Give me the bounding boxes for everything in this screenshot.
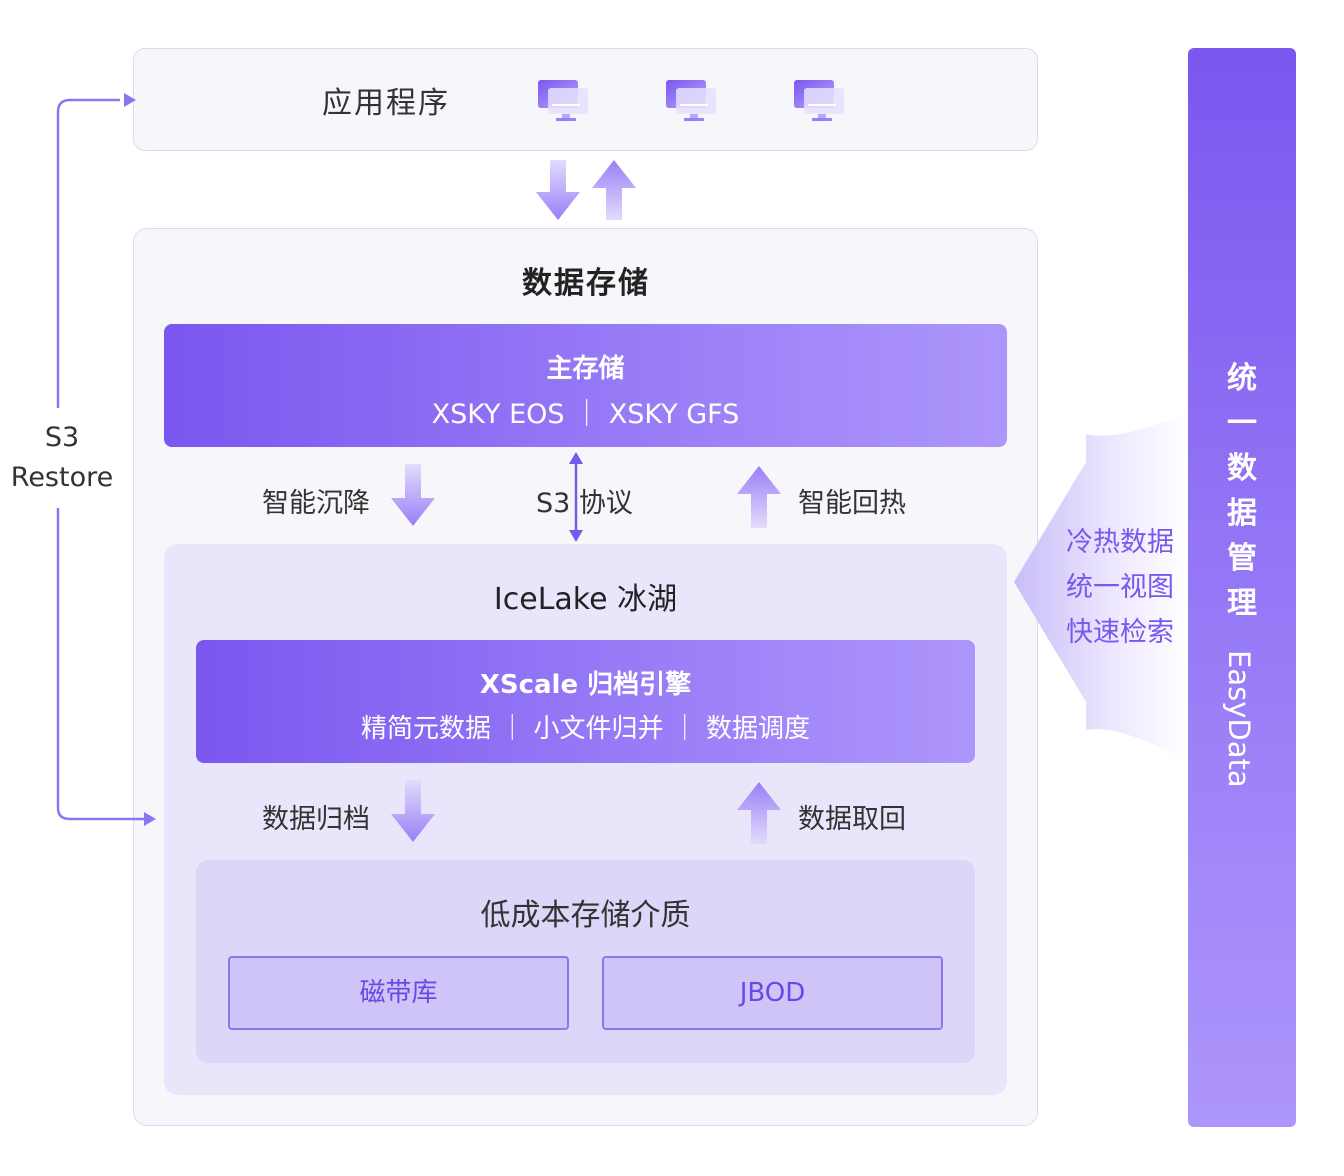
easydata-title-en: EasyData [1222,650,1256,788]
monitor-icon [538,80,588,121]
easydata-char: 据 [1227,496,1257,531]
monitor-icon [794,80,844,121]
down-arrow-icon [391,780,435,842]
easydata-sidebar [1188,48,1296,1127]
easydata-title-cn: 统 一 数 据 管 理 [1188,356,1296,626]
s3-restore-line1: S3 [44,422,80,453]
easydata-beam-shape [1014,412,1188,762]
xscale-features: 精简元数据 ｜ 小文件归并 ｜ 数据调度 [360,714,811,744]
primary-storage-title: 主存储 [546,354,625,384]
feature-fast-search: 快速检索 [1066,617,1174,648]
application-title: 应用程序 [322,86,450,121]
data-storage-title: 数据存储 [522,266,650,301]
down-arrow-icon [391,464,435,526]
up-arrow-icon [737,466,781,528]
easydata-char: 一 [1227,406,1257,441]
smart-tiering-label: 智能沉降 [262,488,370,519]
primary-storage-products: XSKY EOS ｜ XSKY GFS [431,399,740,430]
easydata-char: 数 [1227,451,1257,486]
easydata-char: 统 [1227,361,1257,396]
data-archive-label: 数据归档 [262,804,370,835]
low-cost-media-title: 低成本存储介质 [480,898,691,933]
feature-hot-cold-data: 冷热数据 [1066,527,1174,558]
s3-protocol-label: S3 协议 [536,488,633,519]
easydata-char: 管 [1227,541,1257,576]
up-arrow-icon [737,782,781,844]
monitor-icon [666,80,716,121]
bidirectional-arrow-icon [536,160,636,220]
icelake-title: IceLake 冰湖 [493,582,678,617]
data-retrieve-label: 数据取回 [798,804,906,835]
s3-restore-line2: Restore [10,462,114,493]
xscale-title: XScale 归档引擎 [479,670,692,700]
feature-unified-view: 统一视图 [1066,572,1174,603]
s3-restore-loop-line [56,93,156,826]
tape-library-box: 磁带库 [228,956,569,1030]
xscale-engine-block: XScale 归档引擎 精简元数据 ｜ 小文件归并 ｜ 数据调度 [196,640,975,763]
smart-rehydrate-label: 智能回热 [798,488,906,519]
s3-double-arrow-icon [569,452,583,542]
primary-storage-block: 主存储 XSKY EOS ｜ XSKY GFS [164,324,1007,447]
easydata-char: 理 [1227,586,1257,621]
jbod-box: JBOD [602,956,943,1030]
